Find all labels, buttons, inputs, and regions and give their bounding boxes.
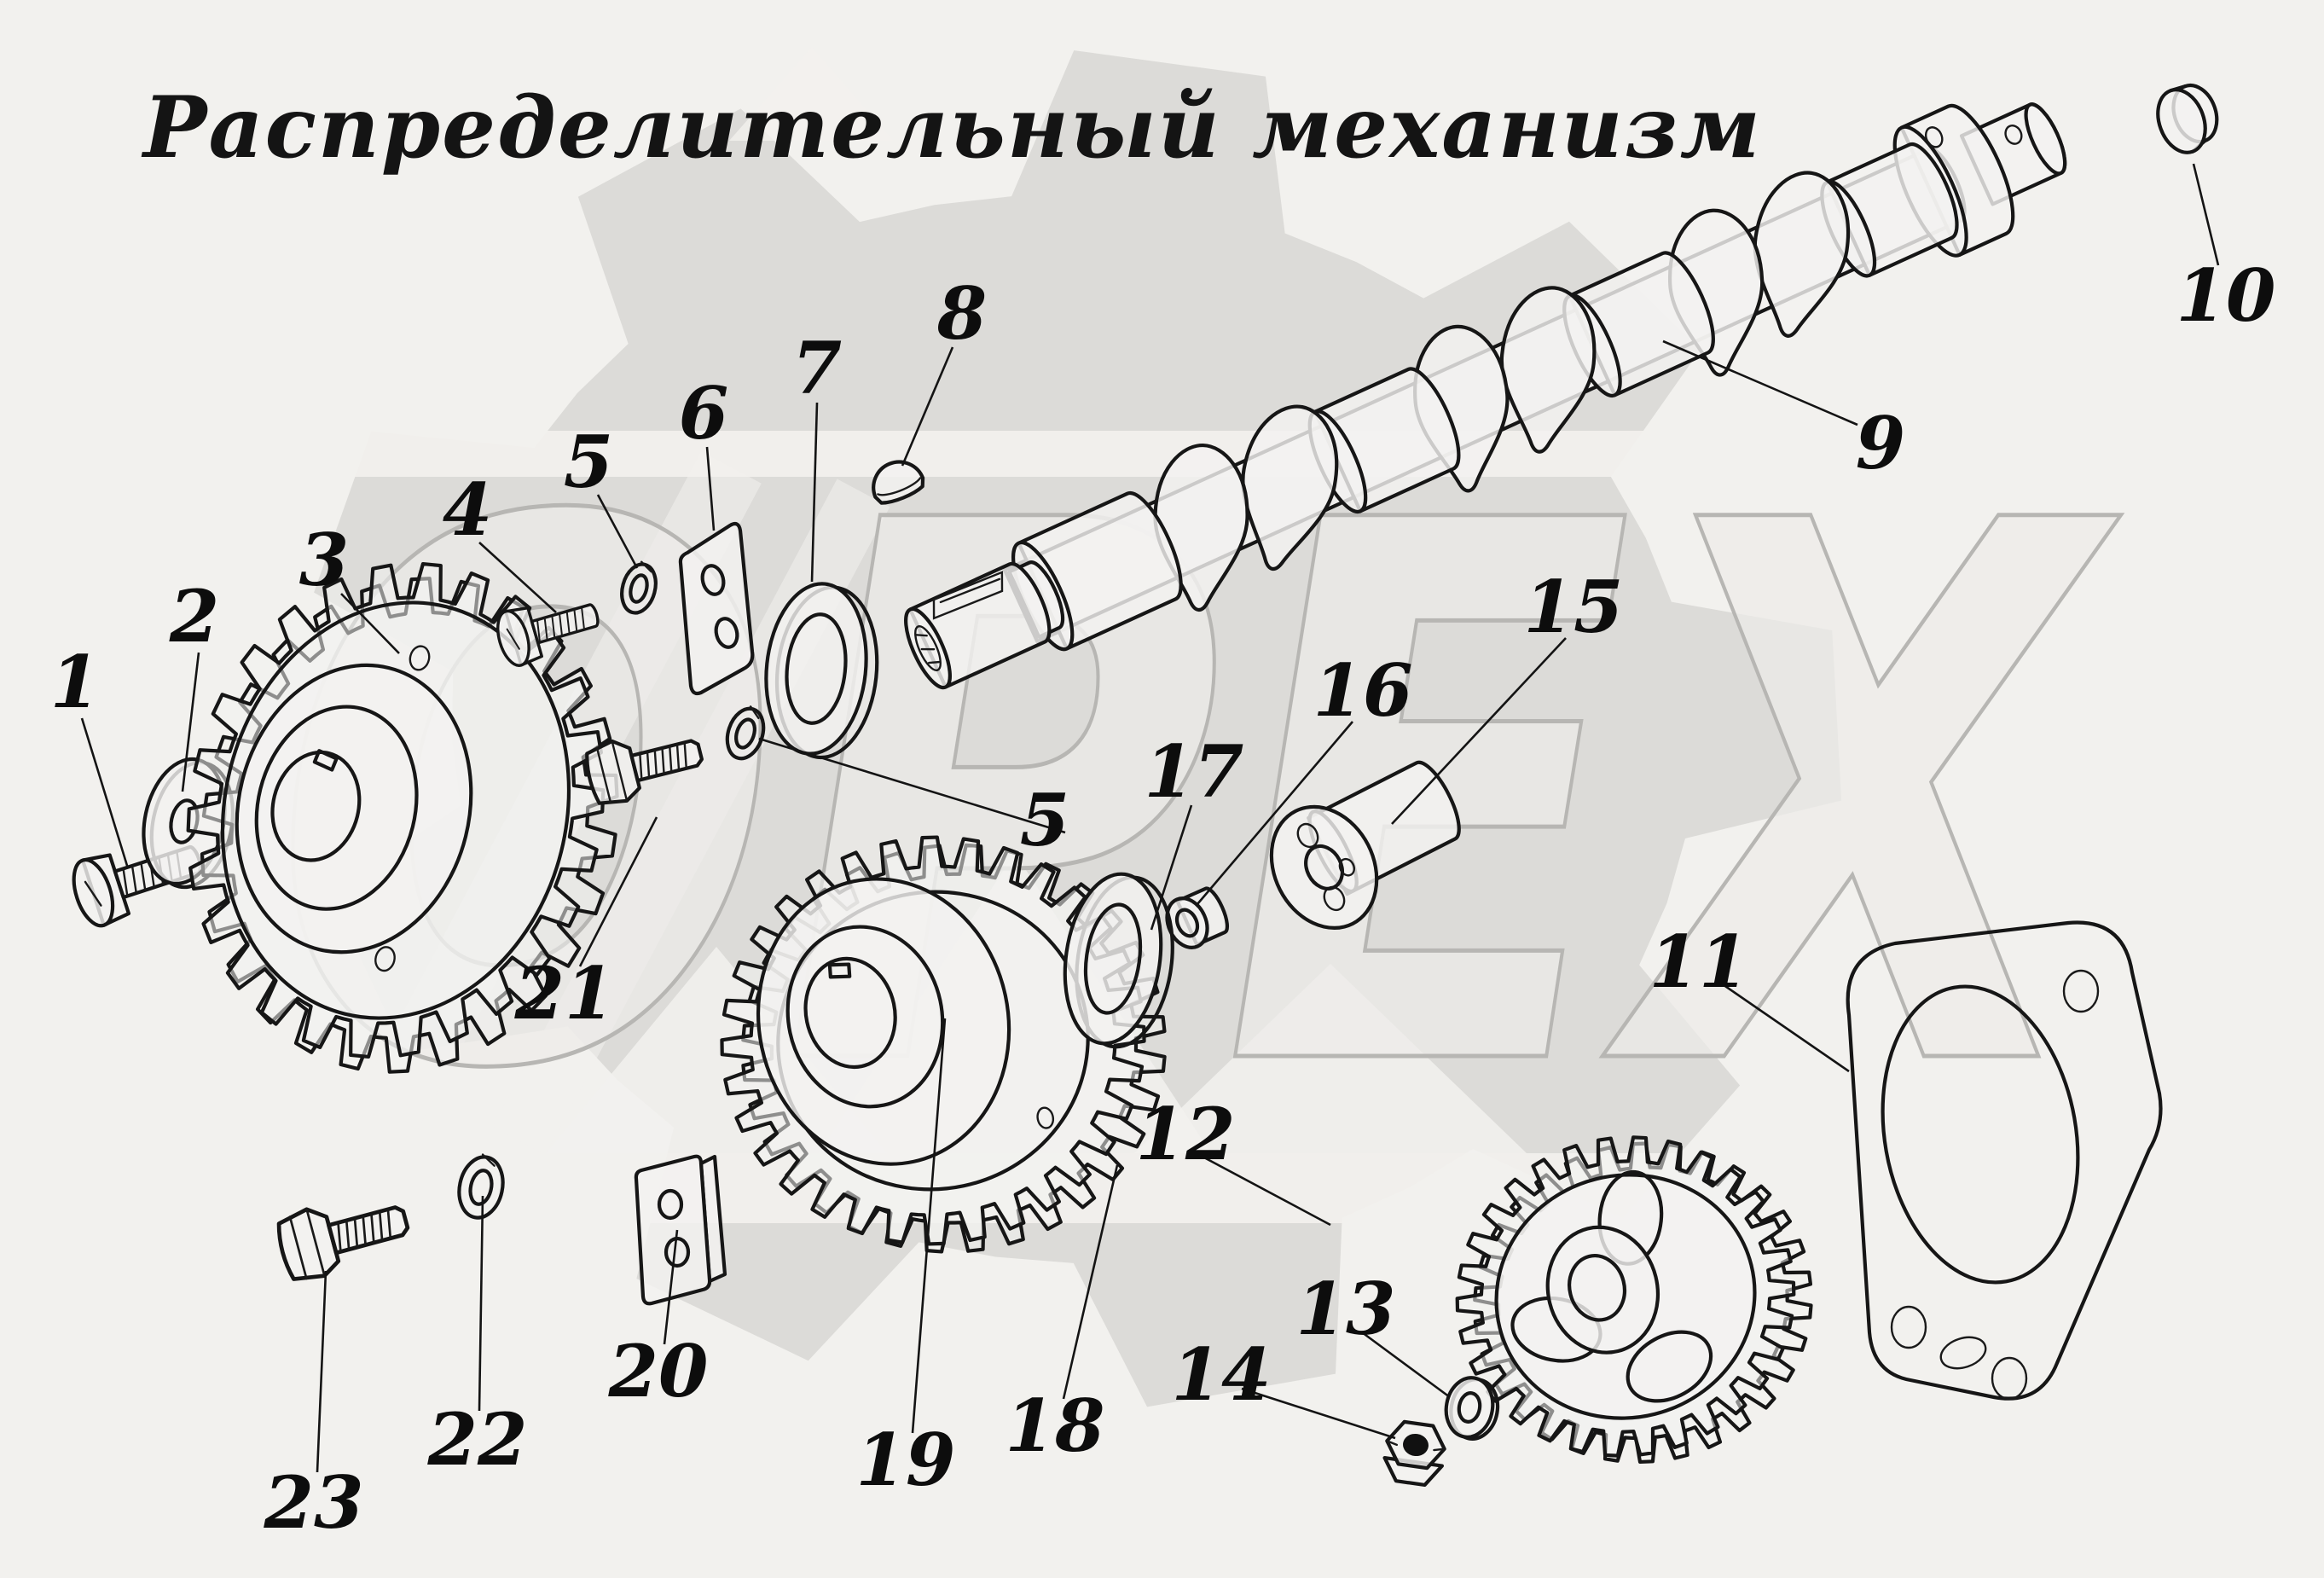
part-bushing — [1165, 886, 1230, 949]
watermark-mountain — [1134, 964, 1527, 1153]
part-plate-20 — [634, 1154, 727, 1306]
diagram-title: Распределительный механизм — [143, 78, 1762, 177]
callout-6: 6 — [679, 371, 728, 455]
callout-3: 3 — [299, 518, 349, 602]
leader-line — [478, 542, 557, 613]
leader-line — [578, 816, 658, 967]
leader-line — [80, 717, 130, 869]
leader-line — [340, 593, 400, 654]
callout-8: 8 — [936, 271, 987, 356]
callout-23: 23 — [264, 1460, 364, 1545]
leader-line — [1202, 1155, 1331, 1227]
leader-line — [1361, 1331, 1451, 1399]
callout-2: 2 — [169, 574, 219, 658]
watermark-band-top — [171, 431, 1979, 477]
part-lock-washer-22 — [457, 1153, 505, 1220]
callout-1: 1 — [50, 640, 100, 724]
leader-line — [478, 1195, 484, 1412]
part-crank-gear — [1455, 1135, 1813, 1465]
callout-9: 9 — [1856, 401, 1905, 485]
watermark-peak — [729, 47, 894, 141]
callout-18: 18 — [1006, 1384, 1105, 1468]
leader-line — [1391, 637, 1567, 825]
part-screw-4 — [496, 603, 600, 667]
leader-line — [758, 737, 1066, 834]
callout-16: 16 — [1313, 648, 1413, 733]
part-camshaft-gear — [186, 561, 619, 1074]
leader-line — [596, 494, 639, 569]
leader-line — [1150, 804, 1193, 931]
part-idler-gear — [720, 835, 1167, 1254]
callout-21: 21 — [514, 951, 615, 1036]
part-camshaft — [904, 102, 2067, 690]
part-gasket — [1846, 920, 2163, 1401]
callout-10: 10 — [2176, 253, 2276, 338]
part-washer-17 — [1063, 872, 1174, 1049]
leader-line — [1197, 721, 1353, 905]
leader-line — [316, 1270, 327, 1473]
callout-20: 20 — [608, 1329, 709, 1413]
callout-5b: 5 — [1020, 778, 1069, 862]
callout-13: 13 — [1296, 1267, 1396, 1351]
part-bolt-23 — [276, 1205, 410, 1281]
part-plug — [2156, 83, 2219, 154]
part-washer-13 — [1444, 1376, 1500, 1441]
callout-11: 11 — [1649, 920, 1749, 1004]
part-lock-washer-5 — [620, 560, 658, 615]
part-drive-body — [1269, 760, 1461, 931]
leader-line — [901, 346, 954, 467]
leader-line — [911, 1018, 947, 1434]
callout-17: 17 — [1145, 729, 1244, 814]
part-gear-hub — [756, 877, 1011, 1166]
callout-19: 19 — [856, 1418, 956, 1502]
leader-line — [1062, 1164, 1119, 1400]
callout-7: 7 — [792, 326, 842, 410]
part-nut — [1382, 1419, 1446, 1488]
callout-12: 12 — [1136, 1092, 1236, 1176]
leader-line — [181, 652, 200, 792]
callout-5: 5 — [564, 420, 613, 504]
callout-22: 22 — [427, 1397, 528, 1482]
part-lock-plate — [678, 521, 755, 696]
callout-14: 14 — [1172, 1332, 1272, 1417]
leader-lines — [80, 163, 2220, 1473]
leader-line — [663, 1229, 679, 1345]
part-bolt-21 — [585, 739, 704, 805]
leader-line — [1717, 979, 1850, 1073]
leader-line — [1662, 339, 1858, 426]
callout-4: 4 — [443, 467, 492, 552]
callout-15: 15 — [1524, 565, 1624, 649]
part-key — [872, 460, 925, 505]
leader-line — [1241, 1387, 1396, 1440]
leader-line — [810, 402, 819, 583]
callouts: 1 2 3 4 5 6 7 8 9 10 11 12 13 14 15 16 1… — [50, 253, 2276, 1545]
leader-line — [705, 446, 716, 531]
leader-line — [2192, 163, 2220, 266]
